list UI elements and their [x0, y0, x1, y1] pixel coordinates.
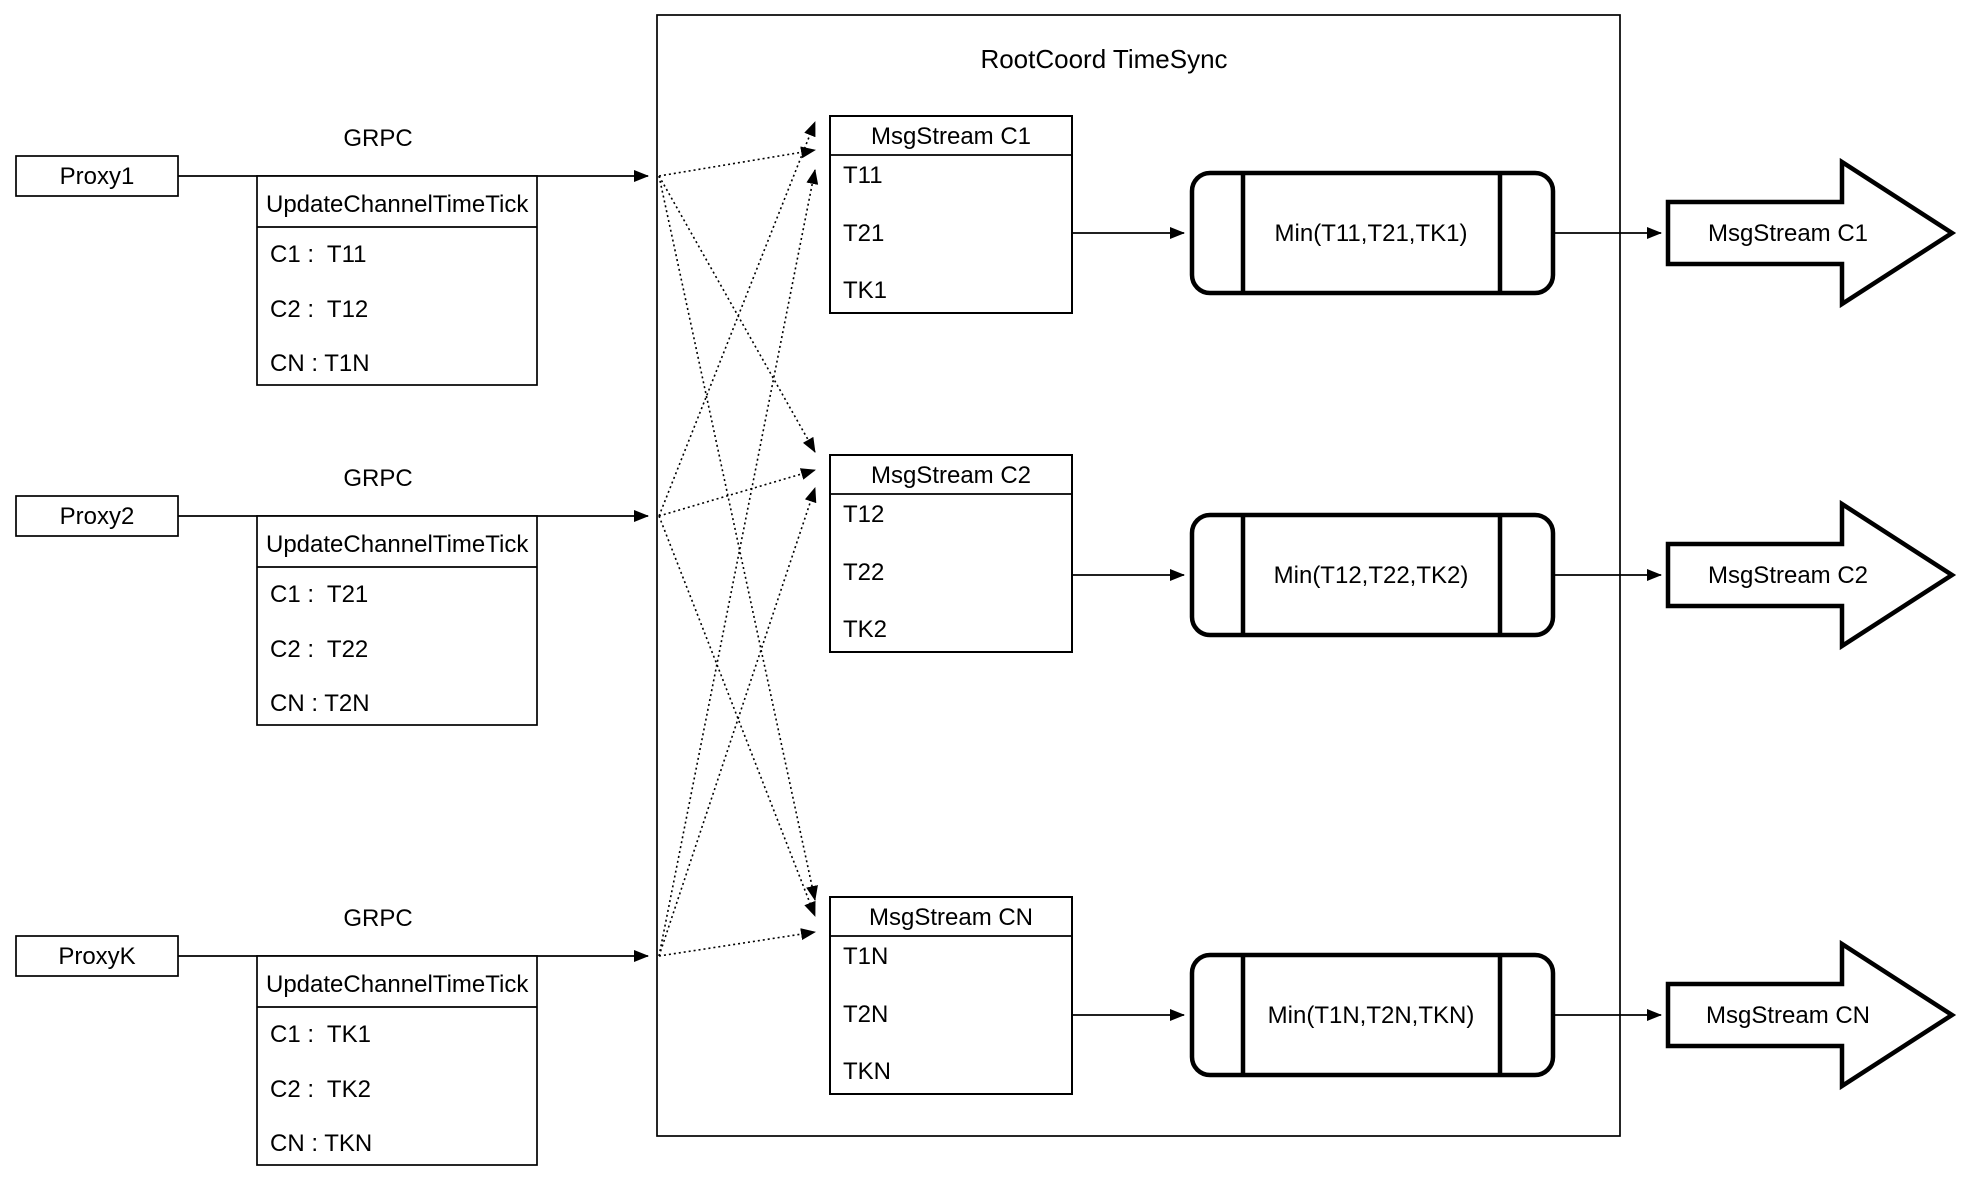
grpc-label: GRPC: [343, 905, 412, 932]
proxy-label: Proxy2: [60, 503, 135, 530]
stream-table-frame: [829, 896, 1073, 1095]
message-table-row: C1 : T21: [270, 581, 368, 608]
message-table-header: UpdateChannelTimeTick: [266, 971, 529, 998]
stream-table-frame: [829, 454, 1073, 653]
message-table-row: C2 : T12: [270, 296, 368, 323]
fanout-proxy2-to-cn: [658, 515, 816, 917]
output-msgstream-arrow: MsgStream CN: [1665, 939, 1957, 1091]
output-arrow-label: MsgStream CN: [1706, 1002, 1870, 1029]
stream-table-frame: [829, 115, 1073, 314]
proxy-label: ProxyK: [58, 943, 135, 970]
stream-table-row: TK2: [843, 616, 887, 643]
stream-table-row: T21: [843, 220, 884, 247]
fanout-proxy1-to-c1: [658, 146, 816, 177]
update-channel-timetick-table: UpdateChannelTimeTick C1 : TK1 C2 : TK2 …: [256, 955, 538, 1166]
message-table-row: C2 : T22: [270, 636, 368, 663]
stream-table-row: T11: [843, 162, 883, 189]
min-label: Min(T11,T21,TK1): [1275, 220, 1468, 247]
message-table-row: CN : TKN: [270, 1130, 372, 1157]
fanout-proxy1-to-cn: [658, 175, 818, 901]
fanout-proxyk-to-cn: [658, 928, 816, 957]
msgstream-cn-table: MsgStream CN T1N T2N TKN: [829, 896, 1073, 1095]
message-table-header: UpdateChannelTimeTick: [266, 531, 529, 558]
message-table-row: C2 : TK2: [270, 1076, 371, 1103]
grpc-label: GRPC: [343, 465, 412, 492]
update-channel-timetick-table: UpdateChannelTimeTick C1 : T21 C2 : T22 …: [256, 515, 538, 726]
message-table-frame: [256, 955, 538, 1166]
stream-table-row: TK1: [843, 277, 887, 304]
output-msgstream-arrow: MsgStream C1: [1665, 157, 1957, 309]
fanout-proxyk-to-c2: [658, 487, 817, 957]
msgstream-c2-table: MsgStream C2 T12 T22 TK2: [829, 454, 1073, 653]
stream-table-row: T1N: [843, 943, 888, 970]
proxy-box: [15, 495, 179, 537]
output-arrow-shape: [1665, 157, 1957, 309]
fanout-proxyk-to-c1: [658, 169, 819, 957]
output-msgstream-arrow: MsgStream C2: [1665, 499, 1957, 651]
rootcoord-title: RootCoord TimeSync: [980, 44, 1227, 74]
min-label: Min(T1N,T2N,TKN): [1268, 1002, 1475, 1029]
stream-table-row: T12: [843, 501, 884, 528]
timetick-fanout-lines: [658, 121, 819, 957]
output-arrow-shape: [1665, 499, 1957, 651]
stream-table-row: TKN: [843, 1058, 891, 1085]
message-table-row: CN : T2N: [270, 690, 370, 717]
message-table-row: C1 : TK1: [270, 1021, 371, 1048]
stream-table-header: MsgStream CN: [869, 904, 1033, 931]
stream-table-header: MsgStream C2: [871, 462, 1031, 489]
proxy-label: Proxy1: [60, 163, 135, 190]
min-node: Min(T12,T22,TK2): [1189, 512, 1556, 638]
min-node: Min(T1N,T2N,TKN): [1189, 952, 1556, 1078]
proxy-box: [15, 935, 179, 977]
message-table-frame: [256, 515, 538, 726]
message-table-frame: [256, 175, 538, 386]
fanout-proxy2-to-c1: [658, 121, 816, 517]
min-label: Min(T12,T22,TK2): [1274, 562, 1469, 589]
stream-table-row: T22: [843, 559, 884, 586]
output-arrow-shape: [1665, 939, 1957, 1091]
message-table-header: UpdateChannelTimeTick: [266, 191, 529, 218]
output-arrow-label: MsgStream C1: [1708, 220, 1868, 247]
fanout-proxy2-to-c2: [658, 468, 816, 517]
update-channel-timetick-table: UpdateChannelTimeTick C1 : T11 C2 : T12 …: [256, 175, 538, 386]
output-arrow-label: MsgStream C2: [1708, 562, 1868, 589]
message-table-row: CN : T1N: [270, 350, 370, 377]
min-node: Min(T11,T21,TK1): [1189, 170, 1556, 296]
stream-table-row: T2N: [843, 1001, 888, 1028]
stream-table-header: MsgStream C1: [871, 123, 1031, 150]
msgstream-c1-table: MsgStream C1 T11 T21 TK1: [829, 115, 1073, 314]
grpc-label: GRPC: [343, 125, 412, 152]
proxy-box: [15, 155, 179, 197]
message-table-row: C1 : T11: [270, 241, 367, 268]
